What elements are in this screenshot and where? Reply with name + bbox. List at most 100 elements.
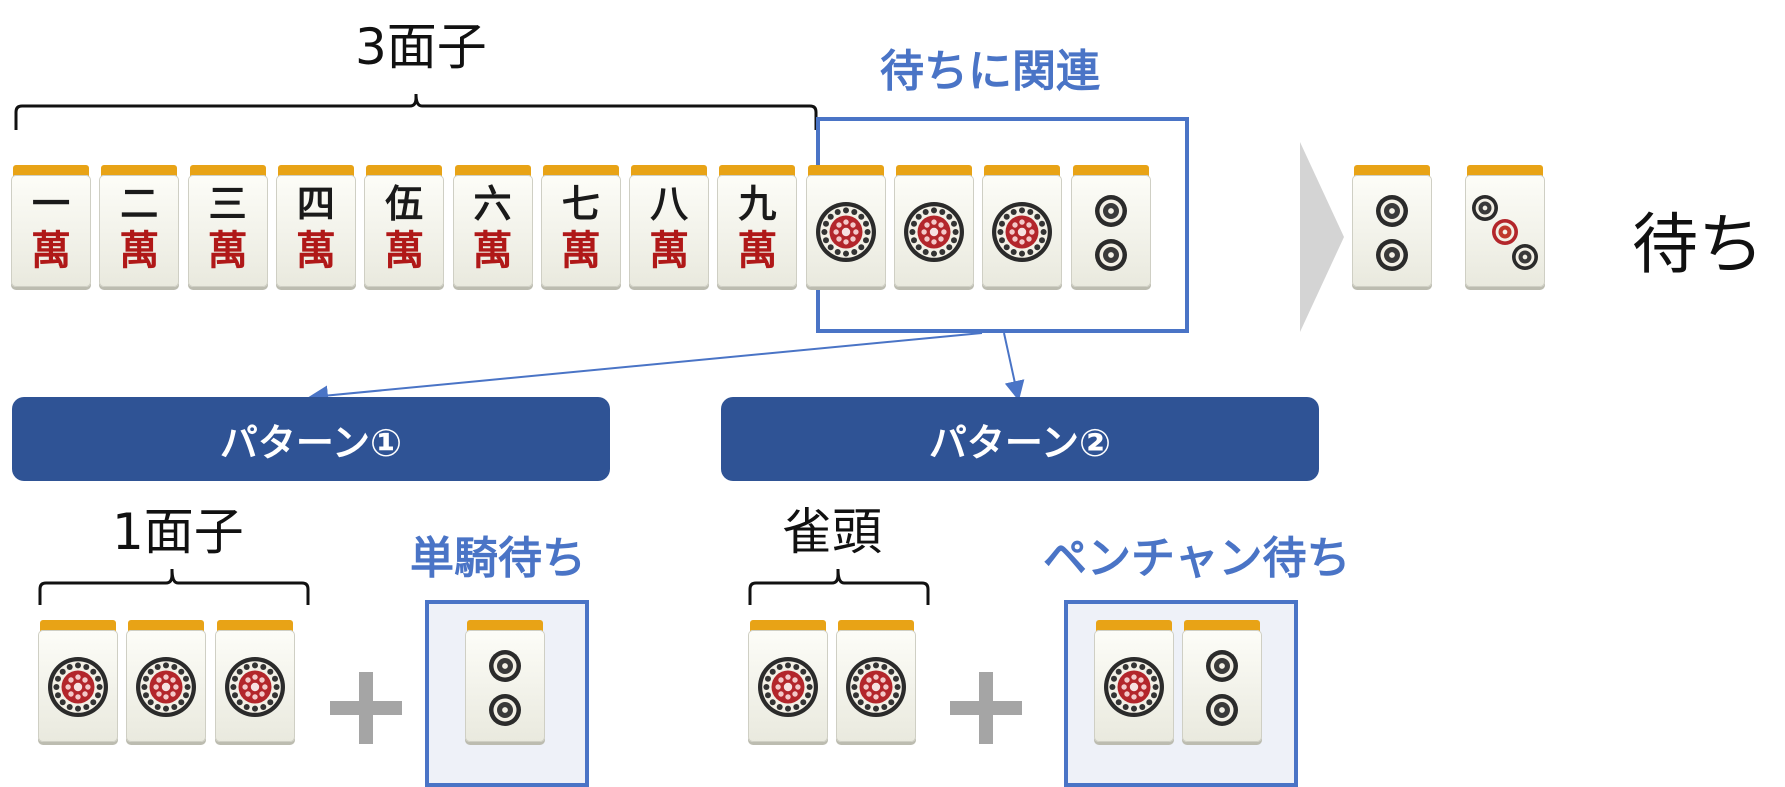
result-wait-label: 待ち	[1632, 206, 1764, 283]
pin-2-tile	[465, 620, 545, 744]
tile-suit-man: 萬	[384, 227, 425, 274]
pin-circles	[489, 650, 521, 726]
tile-numeral: 六	[473, 181, 512, 226]
tile-face	[1465, 175, 1545, 287]
tile-suit-man: 萬	[119, 227, 160, 274]
man-tile: 六萬	[452, 165, 533, 289]
pin-1-tile	[126, 620, 207, 744]
tile-face: 六萬	[452, 175, 533, 287]
tile-cap	[366, 165, 443, 177]
pattern-1-wait-label: 単騎待ち	[410, 533, 586, 584]
tile-cap	[189, 165, 266, 177]
pin-circles	[1376, 195, 1408, 271]
plus-icon	[330, 672, 402, 744]
pin-2-tile	[1182, 620, 1263, 744]
pin-circles	[1094, 195, 1127, 271]
pin-circles	[48, 657, 108, 717]
tile-face: 九萬	[717, 175, 798, 287]
man-tile: 三萬	[187, 165, 268, 289]
man-tile: 七萬	[540, 165, 621, 289]
arrow-right-icon	[1300, 142, 1344, 332]
tile-cap	[1072, 165, 1149, 177]
pin-2-tile	[1070, 165, 1151, 289]
tile-cap	[13, 165, 89, 177]
pin-circles	[136, 657, 197, 717]
pin-circles	[992, 202, 1053, 262]
man-tile: 八萬	[629, 165, 710, 289]
pin-circles	[758, 657, 818, 717]
pattern-2-brace	[748, 568, 930, 605]
tile-face	[982, 175, 1063, 287]
pin-1-tile	[805, 165, 886, 289]
pattern-2-group-label: 雀頭	[782, 503, 882, 561]
tile-suit-man: 萬	[560, 227, 601, 274]
tile-numeral: 九	[738, 181, 777, 226]
tile-suit-man: 萬	[31, 227, 71, 274]
tile-cap	[984, 165, 1061, 177]
pin-1-tile	[982, 165, 1063, 289]
pin-circles	[904, 202, 964, 262]
top-meld-label: 3面子	[355, 18, 487, 76]
tile-face	[836, 630, 917, 742]
tile-cap	[896, 165, 972, 177]
tile-cap	[40, 620, 116, 632]
tile-cap	[1467, 165, 1543, 177]
tile-face	[1352, 175, 1432, 287]
tile-cap	[128, 620, 205, 632]
tile-face	[894, 175, 974, 287]
plus-icon	[950, 672, 1022, 744]
tile-numeral: 二	[120, 181, 159, 226]
tile-cap	[1096, 620, 1172, 632]
tile-suit-man: 萬	[207, 227, 248, 274]
top-brace	[14, 93, 818, 130]
pin-circles	[815, 202, 876, 262]
tile-face	[214, 630, 295, 742]
pin-3-tile	[1465, 165, 1545, 289]
tile-numeral: 七	[561, 181, 600, 226]
tile-suit-man: 萬	[649, 227, 690, 274]
tile-face	[126, 630, 207, 742]
tile-face: 二萬	[99, 175, 180, 287]
tile-face: 四萬	[275, 175, 356, 287]
tile-cap	[216, 620, 293, 632]
tile-numeral: 三	[208, 181, 247, 226]
tile-face: 七萬	[540, 175, 621, 287]
tile-face: 三萬	[187, 175, 268, 287]
tile-cap	[542, 165, 619, 177]
tile-cap	[838, 620, 915, 632]
pattern-2-banner: パターン②	[721, 397, 1319, 481]
tile-numeral: 八	[650, 181, 689, 226]
pin-circles	[1104, 657, 1164, 717]
tile-face	[465, 630, 545, 742]
tile-cap	[807, 165, 884, 177]
tile-cap	[750, 620, 826, 632]
pin-circles	[846, 657, 907, 717]
tile-cap	[719, 165, 796, 177]
pattern-1-group-label: 1面子	[112, 503, 244, 561]
tile-numeral: 一	[31, 181, 70, 226]
tile-numeral: 四	[296, 181, 335, 226]
tile-cap	[101, 165, 178, 177]
pin-circles	[1206, 650, 1239, 726]
man-tile: 二萬	[99, 165, 180, 289]
pin-1-tile	[748, 620, 828, 744]
tile-suit-man: 萬	[295, 227, 336, 274]
man-tile: 一萬	[11, 165, 91, 289]
tile-cap	[277, 165, 354, 177]
tile-face	[748, 630, 828, 742]
tile-cap	[454, 165, 531, 177]
tile-cap	[1184, 620, 1261, 632]
pin-1-tile	[894, 165, 974, 289]
tile-face	[1182, 630, 1263, 742]
tile-cap	[631, 165, 708, 177]
pattern-1-banner: パターン①	[12, 397, 610, 481]
pin-1-tile	[38, 620, 118, 744]
pin-1-tile	[836, 620, 917, 744]
pattern-2-wait-label: ペンチャン待ち	[1043, 533, 1351, 584]
tile-cap	[1354, 165, 1430, 177]
pin-circles	[224, 657, 285, 717]
man-tile: 四萬	[275, 165, 356, 289]
man-tile: 九萬	[717, 165, 798, 289]
highlight-label: 待ちに関連	[880, 46, 1100, 97]
tile-face	[1094, 630, 1174, 742]
